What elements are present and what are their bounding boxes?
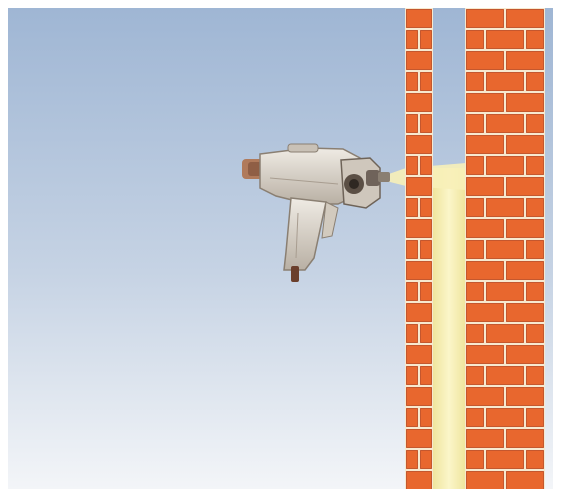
brick [407, 10, 432, 28]
brick [407, 283, 418, 301]
brick [407, 31, 418, 49]
brick [421, 367, 432, 385]
brick [467, 304, 504, 322]
brick [421, 283, 432, 301]
brick [407, 136, 432, 154]
brick [467, 283, 484, 301]
brick [467, 157, 484, 175]
brick [407, 262, 432, 280]
brick [487, 283, 524, 301]
brick [487, 241, 524, 259]
brick [407, 52, 432, 70]
brick [487, 409, 524, 427]
brick [467, 346, 504, 364]
brick [407, 325, 418, 343]
brick [507, 262, 544, 280]
brick [421, 157, 432, 175]
brick [407, 94, 432, 112]
insulation-illustration [8, 8, 553, 489]
brick [467, 115, 484, 133]
brick [407, 157, 418, 175]
brick [421, 241, 432, 259]
brick [407, 241, 418, 259]
brick [467, 52, 504, 70]
brick [527, 31, 544, 49]
brick [527, 199, 544, 217]
brick [507, 346, 544, 364]
brick [467, 199, 484, 217]
brick [527, 73, 544, 91]
foam-cavity [433, 168, 465, 489]
brick [421, 31, 432, 49]
brick [407, 451, 418, 469]
brick [507, 178, 544, 196]
brick [507, 388, 544, 406]
brick [467, 136, 504, 154]
brick [507, 136, 544, 154]
brick [527, 409, 544, 427]
brick [467, 409, 484, 427]
brick [507, 472, 544, 490]
brick [487, 199, 524, 217]
brick [407, 430, 432, 448]
brick [421, 409, 432, 427]
brick [487, 451, 524, 469]
brick [407, 199, 418, 217]
brick [467, 388, 504, 406]
brick [487, 325, 524, 343]
brick [467, 31, 484, 49]
brick [467, 430, 504, 448]
brick [421, 73, 432, 91]
brick [467, 325, 484, 343]
brick-wall-left [405, 8, 433, 489]
brick [467, 262, 504, 280]
brick [407, 472, 432, 490]
brick [467, 241, 484, 259]
brick [487, 31, 524, 49]
brick [527, 115, 544, 133]
brick [467, 10, 504, 28]
brick [407, 73, 418, 91]
brick [407, 367, 418, 385]
brick [467, 451, 484, 469]
brick [507, 52, 544, 70]
brick [527, 367, 544, 385]
brick [421, 199, 432, 217]
brick [507, 430, 544, 448]
brick [467, 472, 504, 490]
brick [487, 157, 524, 175]
brick [421, 325, 432, 343]
brick [407, 304, 432, 322]
brick [527, 325, 544, 343]
brick-wall-right [465, 8, 545, 489]
brick [467, 94, 504, 112]
brick [467, 367, 484, 385]
brick [507, 94, 544, 112]
brick [407, 409, 418, 427]
brick [527, 157, 544, 175]
brick [527, 283, 544, 301]
brick [507, 10, 544, 28]
brick [467, 178, 504, 196]
brick [487, 367, 524, 385]
brick [487, 73, 524, 91]
brick [507, 220, 544, 238]
brick [421, 451, 432, 469]
brick [421, 115, 432, 133]
brick [527, 241, 544, 259]
brick [407, 220, 432, 238]
brick [467, 220, 504, 238]
brick [407, 346, 432, 364]
brick [507, 304, 544, 322]
scene-svg [8, 8, 553, 489]
brick [407, 178, 432, 196]
brick [487, 115, 524, 133]
brick [467, 73, 484, 91]
brick [527, 451, 544, 469]
brick [407, 388, 432, 406]
brick [407, 115, 418, 133]
